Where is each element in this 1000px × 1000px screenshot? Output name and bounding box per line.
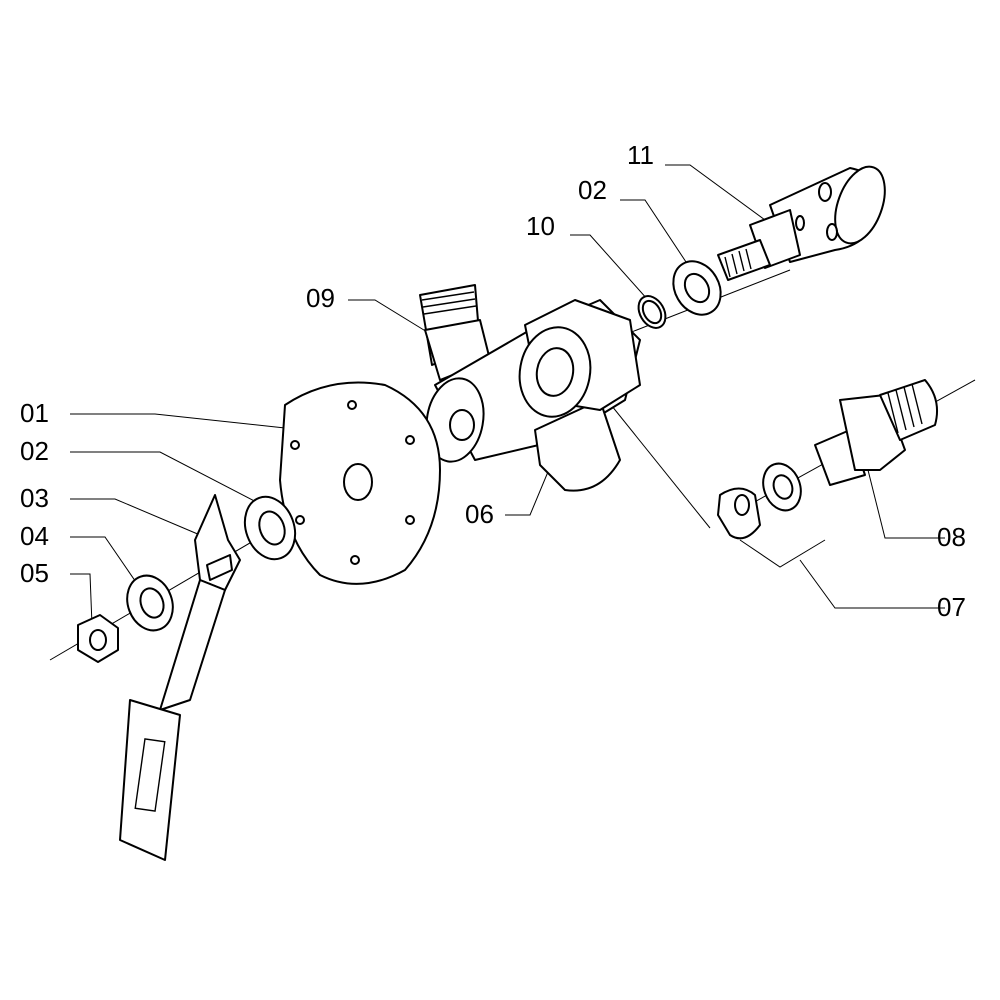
part-06-valve-body bbox=[425, 299, 641, 492]
part-02-washer-top bbox=[672, 260, 722, 316]
callout-11: 11 bbox=[627, 140, 654, 170]
part-09-fitting bbox=[419, 284, 491, 381]
callout-07: 07 bbox=[937, 592, 966, 622]
part-04-washer bbox=[126, 574, 174, 632]
part-10-o-ring bbox=[637, 295, 667, 329]
callout-05: 05 bbox=[20, 558, 49, 588]
callout-02-top: 02 bbox=[578, 175, 607, 205]
callout-08: 08 bbox=[937, 522, 966, 552]
callout-09: 09 bbox=[306, 283, 335, 313]
callout-03: 03 bbox=[20, 483, 49, 513]
part-02-washer-left bbox=[243, 495, 297, 561]
part-01-plate bbox=[279, 381, 441, 585]
part-05-nut bbox=[77, 614, 119, 663]
callout-10: 10 bbox=[526, 211, 555, 241]
callout-06: 06 bbox=[465, 499, 494, 529]
part-03-lever bbox=[119, 494, 241, 861]
callout-04: 04 bbox=[20, 521, 49, 551]
callout-01: 01 bbox=[20, 398, 49, 428]
part-08-connector bbox=[814, 379, 938, 486]
leader-lines bbox=[70, 164, 945, 626]
callout-02-left: 02 bbox=[20, 436, 49, 466]
part-07-kit bbox=[717, 462, 802, 540]
part-11-nozzle bbox=[717, 165, 886, 281]
